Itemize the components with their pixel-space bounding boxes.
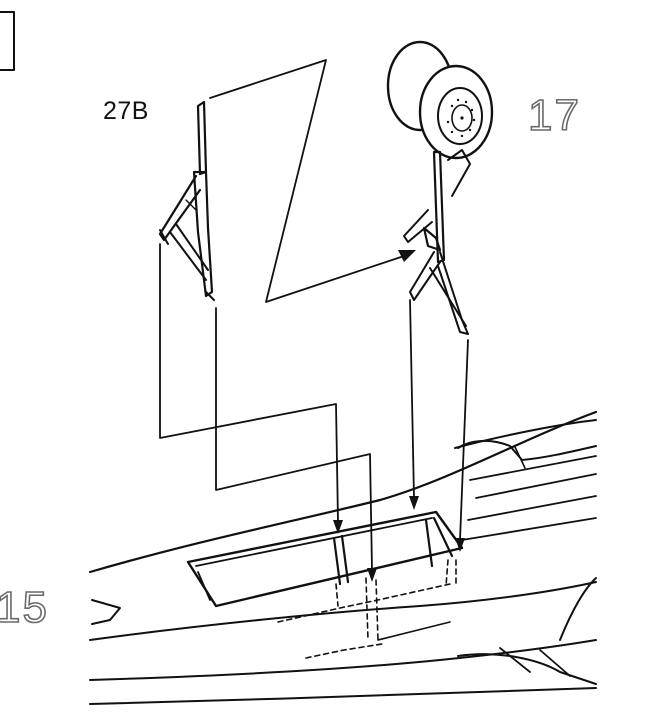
wheel-well-icon	[186, 510, 464, 659]
wing-underside-icon	[88, 410, 598, 705]
part-label-27b: 27B	[103, 97, 149, 125]
step-number-17: 17	[527, 91, 581, 140]
leader-lines	[159, 59, 469, 582]
main-strut-27b-icon	[158, 100, 215, 301]
step-number-15: 15	[0, 583, 49, 632]
arrow-head	[398, 250, 416, 262]
frame-corner	[0, 11, 15, 71]
wheel-assembly-icon	[386, 40, 494, 335]
